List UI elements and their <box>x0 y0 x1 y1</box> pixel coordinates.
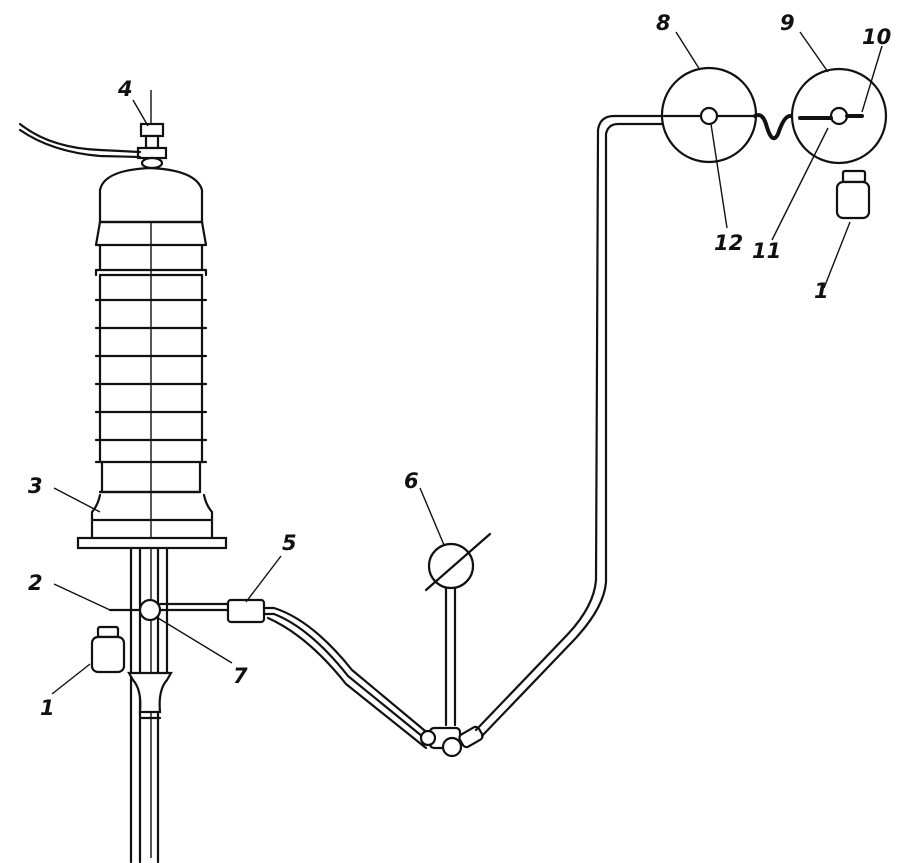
label-8: 8 <box>656 11 671 35</box>
label-7: 7 <box>233 664 248 688</box>
callout-labels: 1 2 3 4 5 6 7 8 9 10 11 12 1 <box>28 11 891 720</box>
bushing-insulator <box>18 90 228 863</box>
weight-1-left <box>90 625 126 674</box>
label-1-right: 1 <box>814 279 829 303</box>
coil-connector <box>753 113 802 141</box>
pipe-to-panel <box>474 114 668 738</box>
label-9: 9 <box>780 11 795 35</box>
label-6: 6 <box>404 469 419 493</box>
leader-lines <box>51 31 883 695</box>
label-10: 10 <box>862 25 891 49</box>
pressure-gauge-6 <box>424 532 492 727</box>
label-11: 11 <box>752 239 781 263</box>
label-5: 5 <box>282 531 297 555</box>
connector-5 <box>226 598 432 750</box>
label-3: 3 <box>28 474 43 498</box>
label-1-left: 1 <box>40 696 55 720</box>
valve-7 <box>108 598 230 622</box>
dial-9 <box>790 67 888 165</box>
tee-junction <box>419 725 484 758</box>
dial-8 <box>660 66 758 164</box>
label-4: 4 <box>117 77 133 101</box>
weight-1-right <box>835 169 871 220</box>
label-12: 12 <box>714 231 743 255</box>
label-2: 2 <box>28 571 43 595</box>
